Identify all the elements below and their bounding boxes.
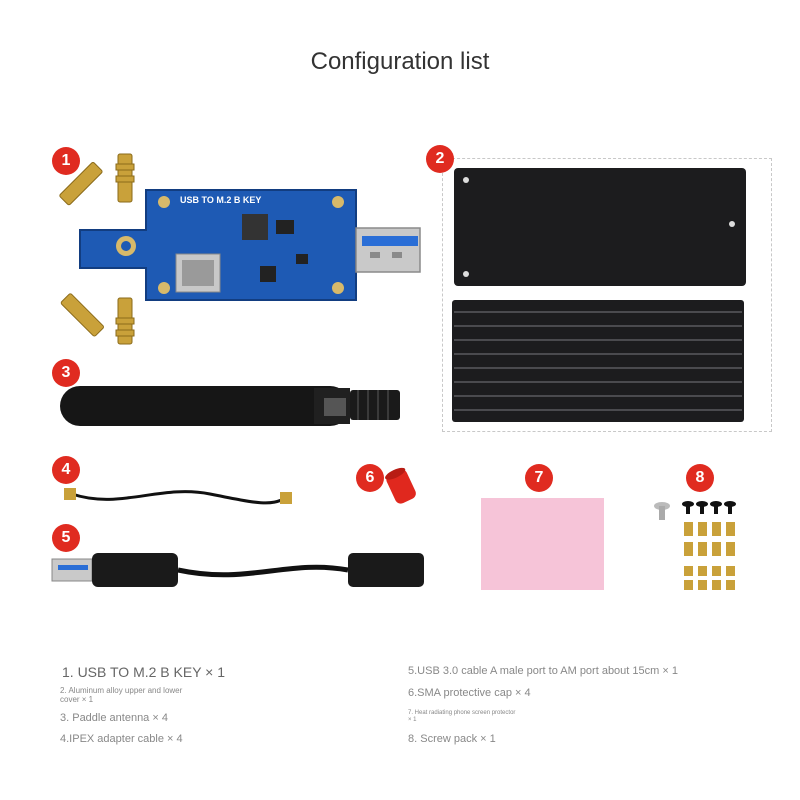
item-number-badge: 8 <box>686 464 714 492</box>
page-title: Configuration list <box>310 48 490 75</box>
item-number-badge: 5 <box>52 524 80 552</box>
cover-dashed-frame <box>442 158 772 432</box>
aluminum-cover-image <box>452 168 746 422</box>
legend-item-6: 6.SMA protective cap × 4 <box>408 687 531 699</box>
board-label: USB TO M.2 B KEY <box>180 195 262 205</box>
legend-item-1: 1. USB TO M.2 B KEY × 1 <box>62 664 226 680</box>
item-number-badge: 6 <box>356 464 384 492</box>
item-number-badge: 7 <box>525 464 553 492</box>
item-number-badge: 2 <box>426 145 454 173</box>
screw-pack-image <box>654 501 736 590</box>
heat-radiating-pad-image <box>481 498 604 590</box>
ipex-cable-image <box>64 488 292 505</box>
item-number-badge: 4 <box>52 456 80 484</box>
legend-item-3: 3. Paddle antenna × 4 <box>60 712 168 724</box>
usb-to-m2-board-image <box>59 153 421 345</box>
item-number-badge: 3 <box>52 359 80 387</box>
sma-protective-cap-image <box>385 467 416 504</box>
legend-item-7: 7. Heat radiating phone screen protector… <box>408 710 516 723</box>
item-number-badge: 1 <box>52 147 80 175</box>
legend-item-2: 2. Aluminum alloy upper and lower cover … <box>60 686 183 704</box>
legend-item-5: 5.USB 3.0 cable A male port to AM port a… <box>408 665 678 677</box>
legend-item-8: 8. Screw pack × 1 <box>408 733 496 745</box>
usb-cable-image <box>51 553 424 587</box>
paddle-antenna-image <box>60 386 400 426</box>
legend-item-4: 4.IPEX adapter cable × 4 <box>60 733 183 745</box>
